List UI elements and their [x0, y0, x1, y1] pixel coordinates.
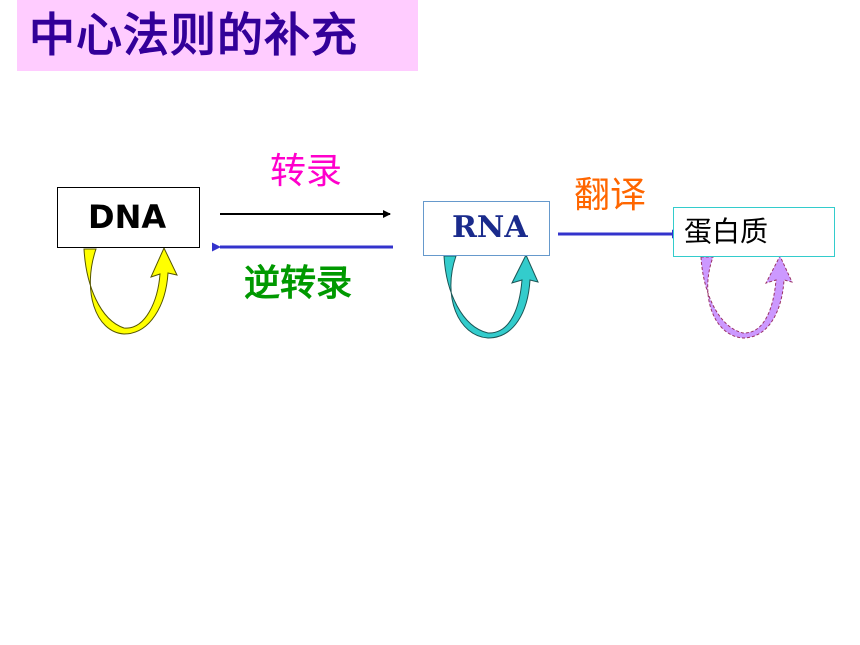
- transcription-label: 转录: [270, 151, 343, 192]
- protein-label: 蛋白质: [684, 215, 769, 248]
- dna-node: DNA: [57, 187, 200, 248]
- translation-label: 翻译: [574, 175, 647, 216]
- reverse-transcription-label: 逆转录: [244, 263, 353, 304]
- protein-node: 蛋白质: [673, 207, 835, 257]
- rna-replication-arrow: [443, 253, 539, 339]
- rna-label: RNA: [452, 210, 528, 245]
- dna-replication-arrow: [83, 246, 178, 335]
- title-banner: 中心法则的补充: [17, 0, 418, 71]
- protein-replication-arrow: [700, 254, 793, 339]
- page-title: 中心法则的补充: [29, 8, 358, 62]
- dna-label: DNA: [88, 198, 167, 236]
- rna-node: RNA: [423, 201, 550, 256]
